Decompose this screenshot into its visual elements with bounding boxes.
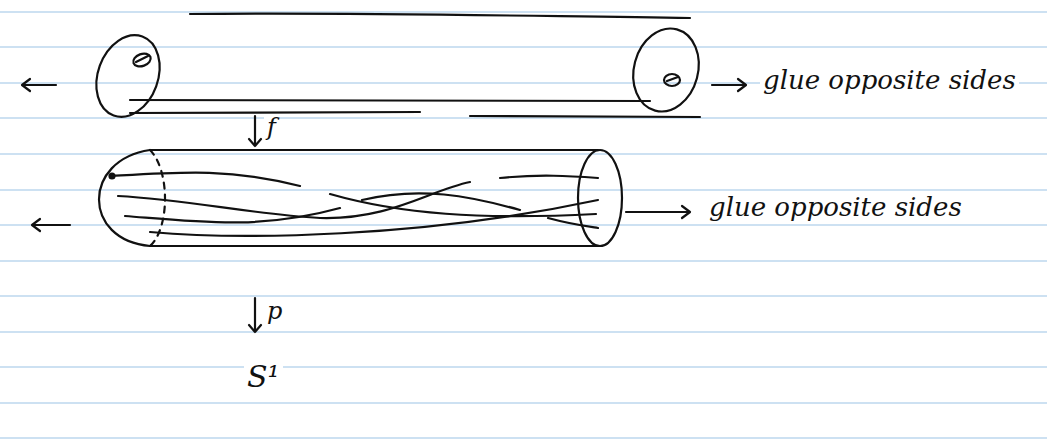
ruled-line bbox=[0, 224, 1047, 225]
ruled-line bbox=[0, 366, 1047, 367]
hole-mark bbox=[667, 77, 678, 81]
ruled-line bbox=[0, 437, 1047, 438]
ruled-lines bbox=[0, 12, 1047, 438]
map-arrow bbox=[249, 298, 261, 332]
tube-bottom bbox=[150, 245, 598, 247]
arrow bbox=[32, 219, 70, 231]
tube-end bbox=[624, 21, 708, 119]
ruled-line bbox=[0, 295, 1047, 296]
tube-end bbox=[578, 150, 622, 246]
tube-bottom bbox=[130, 112, 420, 113]
map-name: f bbox=[264, 114, 279, 142]
arrow bbox=[22, 79, 56, 91]
ruled-line bbox=[0, 153, 1047, 154]
hole bbox=[131, 51, 152, 68]
ink bbox=[22, 13, 746, 332]
map-arrow bbox=[249, 116, 261, 146]
ruled-line bbox=[0, 46, 1047, 47]
space-name: S¹ bbox=[244, 360, 283, 395]
strand bbox=[118, 176, 598, 218]
annotation: glue opposite sides bbox=[760, 66, 1019, 96]
hole bbox=[664, 74, 680, 86]
arrow bbox=[626, 206, 690, 218]
strand bbox=[125, 193, 598, 228]
ruled-line bbox=[0, 331, 1047, 332]
ruled-line bbox=[0, 11, 1047, 12]
arrow bbox=[712, 79, 746, 91]
tube-bottom bbox=[130, 100, 650, 101]
annotation: glue opposite sides bbox=[706, 193, 965, 223]
tube-bottom bbox=[470, 116, 700, 117]
tube-end bbox=[85, 26, 170, 125]
ruled-line bbox=[0, 260, 1047, 261]
ruled-line bbox=[0, 189, 1047, 190]
ruled-line bbox=[0, 402, 1047, 403]
tube-top bbox=[190, 13, 690, 18]
ruled-line bbox=[0, 117, 1047, 118]
strand bbox=[112, 173, 596, 217]
hole-mark bbox=[136, 56, 148, 62]
strand bbox=[150, 200, 598, 236]
tube-top bbox=[150, 149, 598, 151]
map-name: p bbox=[264, 298, 285, 326]
